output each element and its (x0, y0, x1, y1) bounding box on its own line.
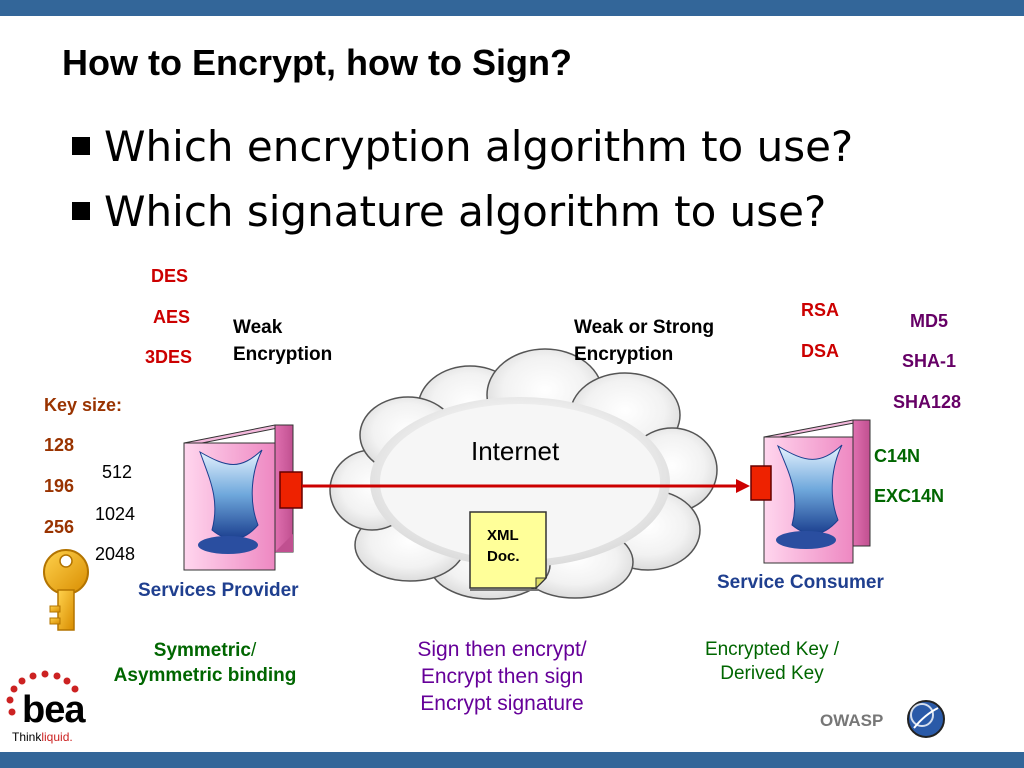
key-size-256: 256 (44, 517, 75, 537)
xml-doc-icon (469, 511, 548, 591)
key-size-128: 128 (44, 435, 75, 455)
internet-cloud (329, 348, 718, 600)
digest-sha128: SHA128 (893, 392, 962, 412)
algo-des: DES (151, 266, 189, 286)
bullet-signature: Which signature algorithm to use? (72, 187, 826, 236)
exc14n-label: EXC14N (874, 486, 945, 506)
key-size-512: 512 (102, 462, 133, 482)
owasp-logo-text: OWASP (820, 711, 884, 730)
binding-note: Symmetric/Asymmetric binding (113, 640, 297, 686)
bullet-encryption: Which encryption algorithm to use? (72, 122, 853, 171)
provider-server-icon (183, 424, 303, 571)
transport-arrow (302, 479, 750, 493)
key-size-heading: Key size: (44, 395, 123, 415)
bullet-square-icon (72, 201, 90, 220)
consumer-server-icon (750, 419, 871, 564)
bea-logo-dots (6, 670, 79, 716)
header-bar (0, 0, 1024, 16)
service-consumer-label: Service Consumer (717, 572, 884, 593)
key-size-2048: 2048 (95, 544, 136, 564)
algo-aes: AES (153, 307, 191, 327)
key-icon (43, 549, 89, 631)
internet-label: Internet (471, 436, 560, 466)
bullet-square-icon (72, 136, 90, 155)
owasp-globe-icon (907, 700, 945, 738)
bea-tagline: Thinkliquid. (12, 730, 73, 744)
key-types-note: Encrypted Key /Derived Key (704, 639, 840, 684)
bea-logo: bea (22, 689, 85, 731)
algo-rsa: RSA (801, 300, 840, 320)
algo-3des: 3DES (145, 347, 193, 367)
digest-sha1: SHA-1 (902, 351, 957, 371)
key-size-1024: 1024 (95, 504, 136, 524)
key-size-196: 196 (44, 476, 75, 496)
slide-title: How to Encrypt, how to Sign? (62, 42, 572, 83)
digest-md5: MD5 (910, 311, 949, 331)
algo-dsa: DSA (801, 341, 840, 361)
services-provider-label: Services Provider (138, 580, 299, 601)
c14n-label: C14N (874, 446, 921, 466)
footer-bar (0, 752, 1024, 768)
